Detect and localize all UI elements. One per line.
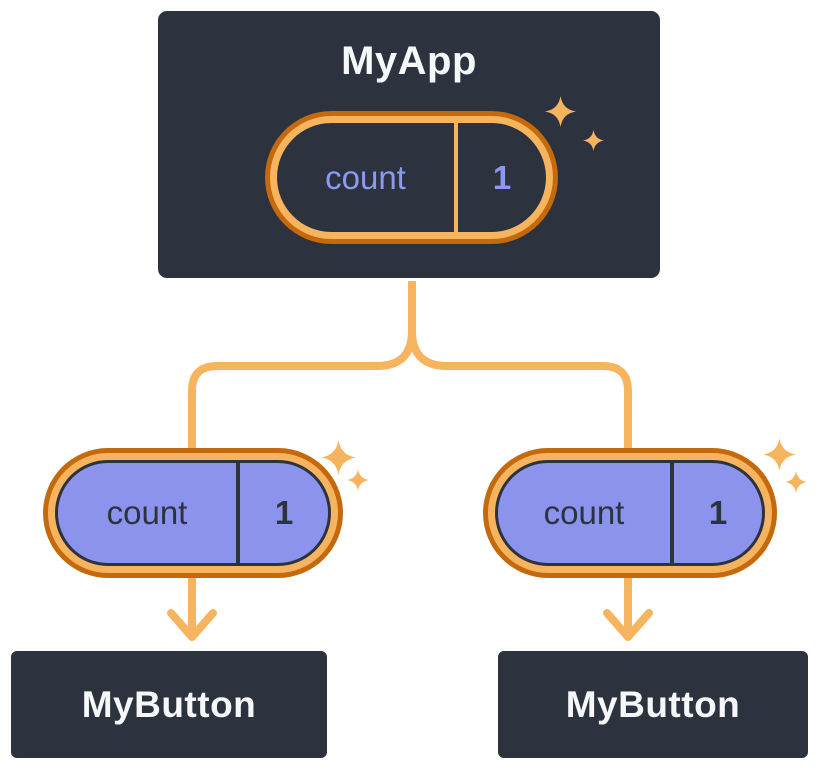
sparkle-icon (583, 130, 604, 151)
root-component-node: MyApp count 1 (155, 8, 663, 281)
child-component-node-left: MyButton (8, 648, 330, 761)
sparkle-icon (545, 96, 576, 127)
prop-pill-ring: count 1 (48, 453, 338, 573)
state-name: count (325, 158, 406, 196)
prop-name: count (543, 494, 625, 531)
arrow-head-left-icon (167, 609, 217, 641)
sparkle-icon (785, 471, 807, 493)
root-component-title: MyApp (341, 39, 477, 83)
prop-pill-body: count 1 (55, 460, 331, 566)
arrow-head-right-icon (603, 609, 653, 641)
prop-name: count (106, 494, 188, 531)
prop-value: 1 (274, 494, 294, 531)
state-pill-body: count 1 (277, 123, 546, 232)
connector-branch-right (408, 274, 632, 636)
prop-pill-left: count 1 (43, 448, 343, 578)
child-component-title: MyButton (565, 683, 741, 725)
child-component-node-right: MyButton (495, 648, 811, 761)
prop-pill-ring: count 1 (488, 453, 772, 573)
pill-divider (454, 123, 458, 232)
pill-divider (236, 463, 240, 563)
pill-divider (670, 463, 674, 563)
sparkle-icon (321, 440, 356, 475)
child-component-title: MyButton (81, 683, 257, 725)
sparkle-icon (763, 438, 796, 471)
sparkle-icon (347, 469, 369, 491)
prop-pill-body: count 1 (495, 460, 765, 566)
state-pill: count 1 (265, 111, 558, 244)
prop-value: 1 (708, 494, 728, 531)
prop-pill-right: count 1 (483, 448, 777, 578)
state-value: 1 (492, 158, 512, 196)
state-pill-ring: count 1 (270, 116, 553, 239)
